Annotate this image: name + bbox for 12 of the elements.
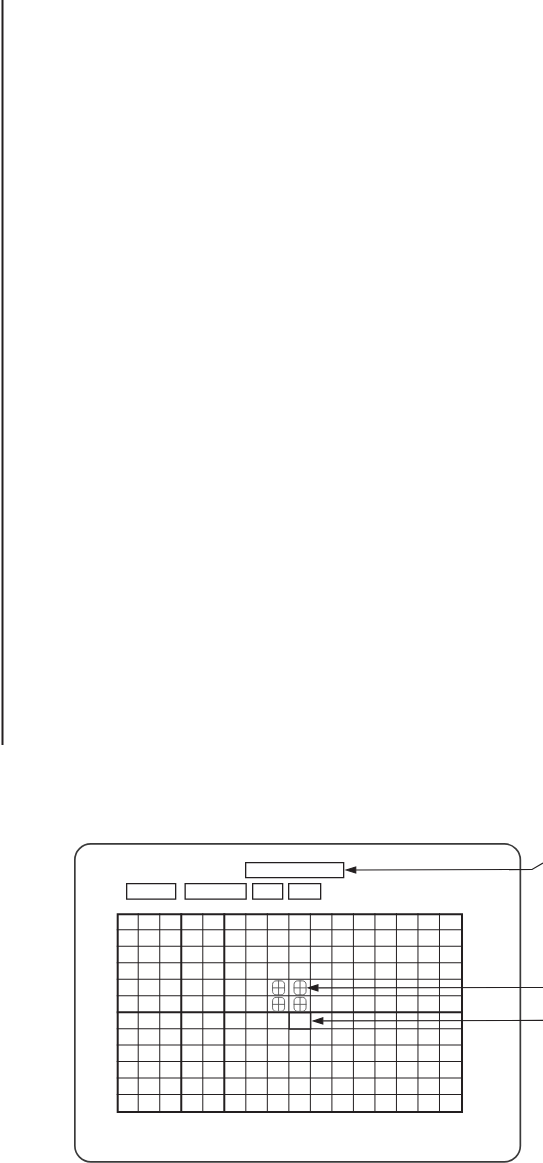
display-field bbox=[252, 883, 284, 900]
display-field bbox=[126, 883, 177, 900]
crosshair-icon bbox=[293, 979, 307, 996]
display-field bbox=[184, 883, 247, 900]
grid-cell bbox=[288, 1012, 312, 1030]
crosshair-icon bbox=[271, 979, 286, 996]
crosshair-icon bbox=[271, 996, 286, 1013]
display-field bbox=[245, 862, 345, 879]
display-field bbox=[288, 883, 322, 900]
crosshair-icon bbox=[293, 996, 307, 1013]
display-screen bbox=[74, 843, 522, 1163]
grid-table bbox=[115, 912, 463, 1113]
